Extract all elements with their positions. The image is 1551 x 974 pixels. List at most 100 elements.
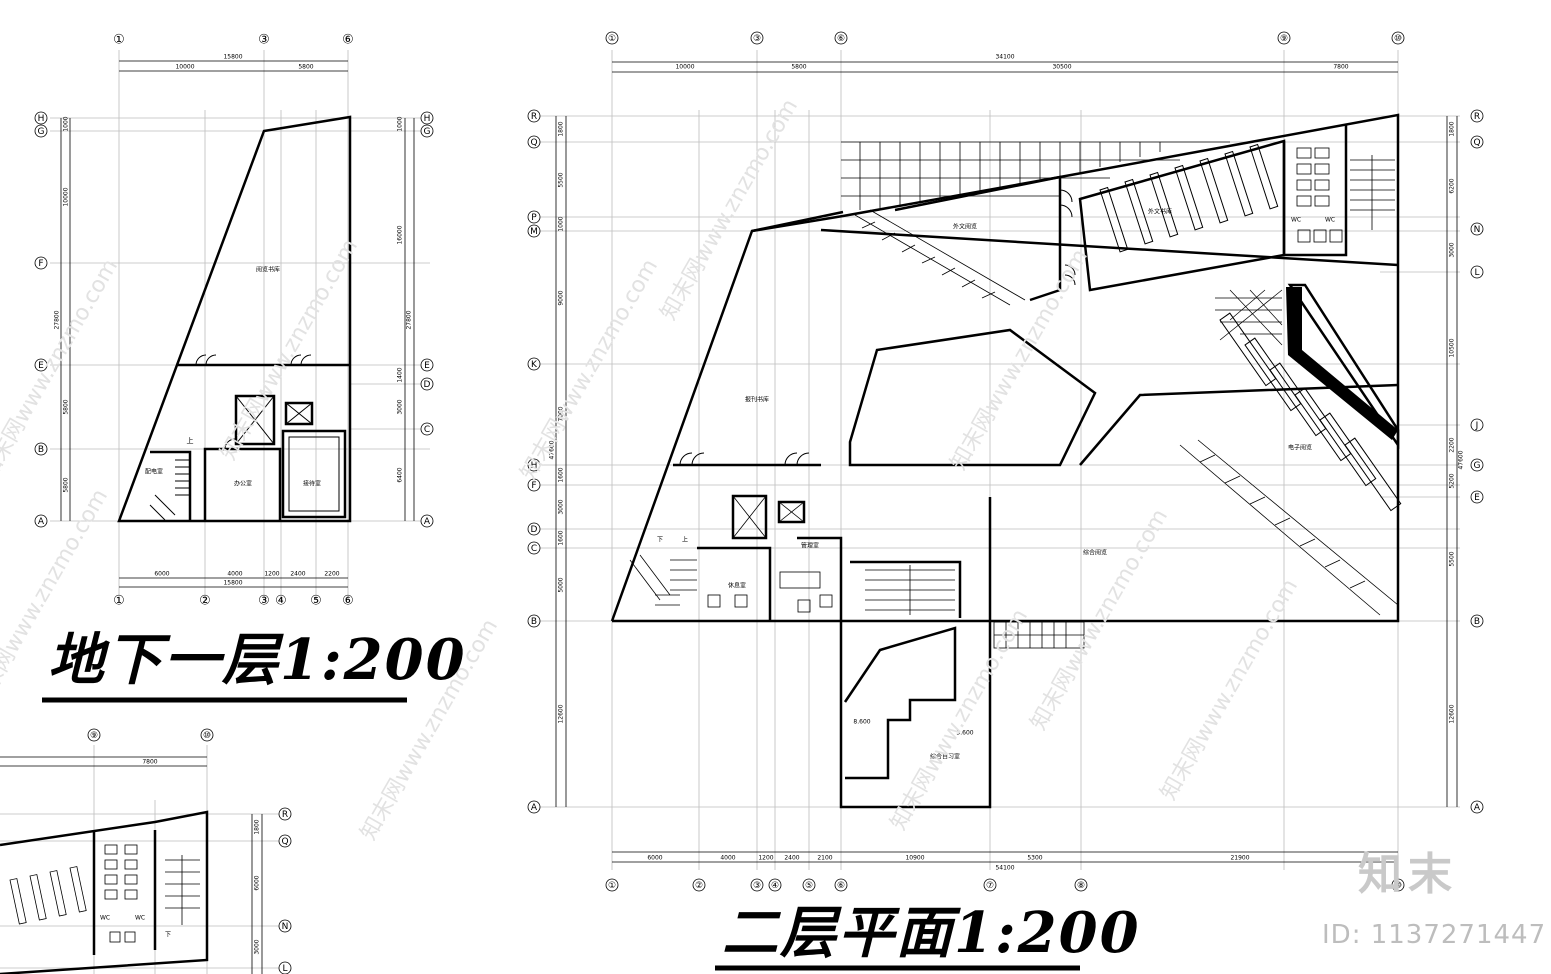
second-dim-top: 34100 (995, 54, 1014, 61)
second-axis-bottom-circle (802, 878, 816, 892)
basement-axis-row-right: H (424, 114, 431, 124)
basement-axis-row-left-circle (34, 442, 48, 456)
second-axis-top: ⑩ (1394, 34, 1402, 44)
second-label: 上 (682, 536, 688, 544)
basement-axis-row-right-circle (420, 514, 434, 528)
second-room-label: 休息室 (728, 582, 746, 590)
partial-axis-row-circle (278, 834, 292, 848)
second-dim-left: 1600 (558, 467, 565, 482)
basement-dim-left: 1000 (63, 116, 70, 131)
second-dim-bottom: 21900 (1230, 855, 1249, 862)
basement-axis-row-left: F (38, 259, 43, 269)
second-axis-row-left: A (531, 803, 538, 813)
second-axis-bottom: ⑤ (805, 881, 813, 891)
basement-axis-row-left-circle (34, 358, 48, 372)
basement-dim-bottom: 1200 (264, 571, 279, 578)
second-core (629, 495, 955, 615)
partial-axis-top-circle (87, 728, 101, 742)
basement-axis-row-left: B (38, 445, 44, 455)
basement-axis-row-right: C (424, 425, 430, 435)
partial-label: 下 (165, 932, 171, 939)
second-dim-left: 1000 (558, 216, 565, 231)
second-axis-row-left-circle (527, 210, 541, 224)
basement-dim-top: 15800 (223, 54, 242, 61)
basement-axis-row-left-circle (34, 256, 48, 270)
second-axis-bottom-circle (750, 878, 764, 892)
second-hatch-top (841, 141, 1230, 210)
second-room-label: 电子阅览 (1288, 444, 1312, 452)
partial-dim-right: 1800 (254, 819, 261, 834)
basement-dim-left: 27800 (54, 310, 61, 329)
basement-dim-top: 10000 (175, 64, 194, 71)
basement-room-label: 办公室 (234, 480, 252, 488)
basement-plan-title: 地下一层1:200 (48, 627, 467, 693)
basement-axis-row-left-circle (34, 111, 48, 125)
basement-dim-right: 3000 (397, 399, 404, 414)
second-axis-row-right-circle (1470, 418, 1484, 432)
basement-axis-bottom: ⑤ (310, 594, 322, 609)
basement-axis-row-left: E (38, 361, 44, 371)
basement-grid (50, 50, 430, 600)
second-room-label: 综合阅览 (1083, 549, 1107, 557)
basement-axis-row-left-circle (34, 124, 48, 138)
second-dim-left: 1600 (558, 530, 565, 545)
second-axis-bottom: ③ (753, 881, 761, 891)
basement-dim-left: 5800 (63, 477, 70, 492)
partial-axis-row-circle (278, 807, 292, 821)
basement-dim-right: 27800 (406, 310, 413, 329)
second-axis-row-left: Q (530, 138, 537, 148)
basement-axis-row-right: G (424, 127, 431, 137)
basement-dim-bottom: 2200 (324, 571, 339, 578)
second-label: 5.600 (956, 730, 973, 737)
second-axis-row-left: H (531, 461, 538, 471)
second-axis-row-left-circle (527, 357, 541, 371)
partial-label: WC (135, 915, 145, 922)
basement-axis-row-left: G (38, 127, 45, 137)
watermark-diagonal-text: 知末网www.znzmo.com (516, 255, 663, 484)
second-axis-row-left-circle (527, 109, 541, 123)
basement-dim-right: 6400 (397, 467, 404, 482)
second-axis-top-circle (750, 31, 764, 45)
basement-axis-top: ① (113, 33, 125, 48)
basement-axis-top: ⑥ (342, 33, 354, 48)
watermark-diagonal-text: 知末网www.znzmo.com (0, 255, 123, 484)
second-shelves-b (1219, 312, 1402, 512)
second-dim-bottom: 10900 (905, 855, 924, 862)
basement-dim-right: 16000 (397, 225, 404, 244)
watermark-id: ID: 1137271447 (1322, 920, 1547, 950)
second-axis-row-right: E (1474, 493, 1480, 503)
basement-dim-left: 10000 (63, 187, 70, 206)
basement-axis-bottom: ② (199, 594, 211, 609)
basement-axis-row-right: A (424, 517, 431, 527)
second-room-label: 外文阅览 (953, 223, 977, 231)
basement-room-label: 接待室 (303, 480, 321, 488)
basement-dimensions (60, 60, 415, 588)
second-axis-row-right: A (1474, 803, 1481, 813)
second-axis-top-circle (605, 31, 619, 45)
second-label: WC (1325, 217, 1335, 224)
second-dim-left: 12600 (558, 704, 565, 723)
second-shelves-a (1099, 143, 1279, 253)
second-axis-bottom: ① (608, 881, 616, 891)
partial-axis-top-circle (200, 728, 214, 742)
second-dim-right: 5500 (1449, 551, 1456, 566)
second-dim-right: 2200 (1449, 437, 1456, 452)
second-dim-bottom: 5300 (1027, 855, 1042, 862)
second-axis-top: ⑥ (837, 34, 845, 44)
second-dim-top: 5800 (791, 64, 806, 71)
second-stair-lower (1179, 439, 1399, 616)
second-axis-row-left: K (531, 360, 538, 370)
partial-axis-row-circle (278, 919, 292, 933)
basement-room-label: 配电室 (145, 468, 163, 476)
second-room-label: 管理室 (801, 542, 819, 550)
second-axis-row-left: M (530, 227, 538, 237)
second-axis-bottom-circle (1074, 878, 1088, 892)
second-axis-row-right-circle (1470, 109, 1484, 123)
second-axis-row-right-circle (1470, 490, 1484, 504)
partial-grid (0, 745, 290, 974)
second-axis-row-right: J (1475, 421, 1479, 431)
second-axis-bottom-circle (768, 878, 782, 892)
second-axis-top-circle (1391, 31, 1405, 45)
second-axis-row-left: F (531, 481, 536, 491)
second-label: 下 (657, 537, 663, 544)
